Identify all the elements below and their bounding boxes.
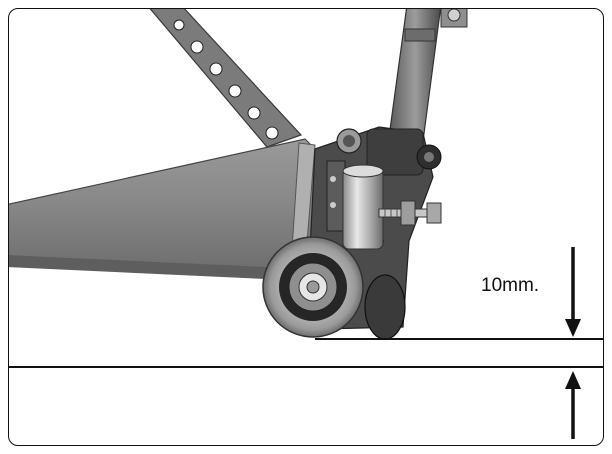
measurement-label: 10mm. <box>481 275 540 296</box>
front-wheel <box>262 236 364 338</box>
perforated-strap <box>149 9 303 148</box>
figure-drawing <box>9 9 603 439</box>
assembly-figure: 10mm. <box>8 8 604 446</box>
adjusting-bolt <box>378 200 442 226</box>
rear-wheel <box>364 274 406 340</box>
main-beam <box>9 138 328 281</box>
caster-cylinder <box>342 164 384 250</box>
vertical-post <box>388 9 468 142</box>
up-arrow-icon <box>565 371 581 439</box>
down-arrow-icon <box>565 247 581 337</box>
